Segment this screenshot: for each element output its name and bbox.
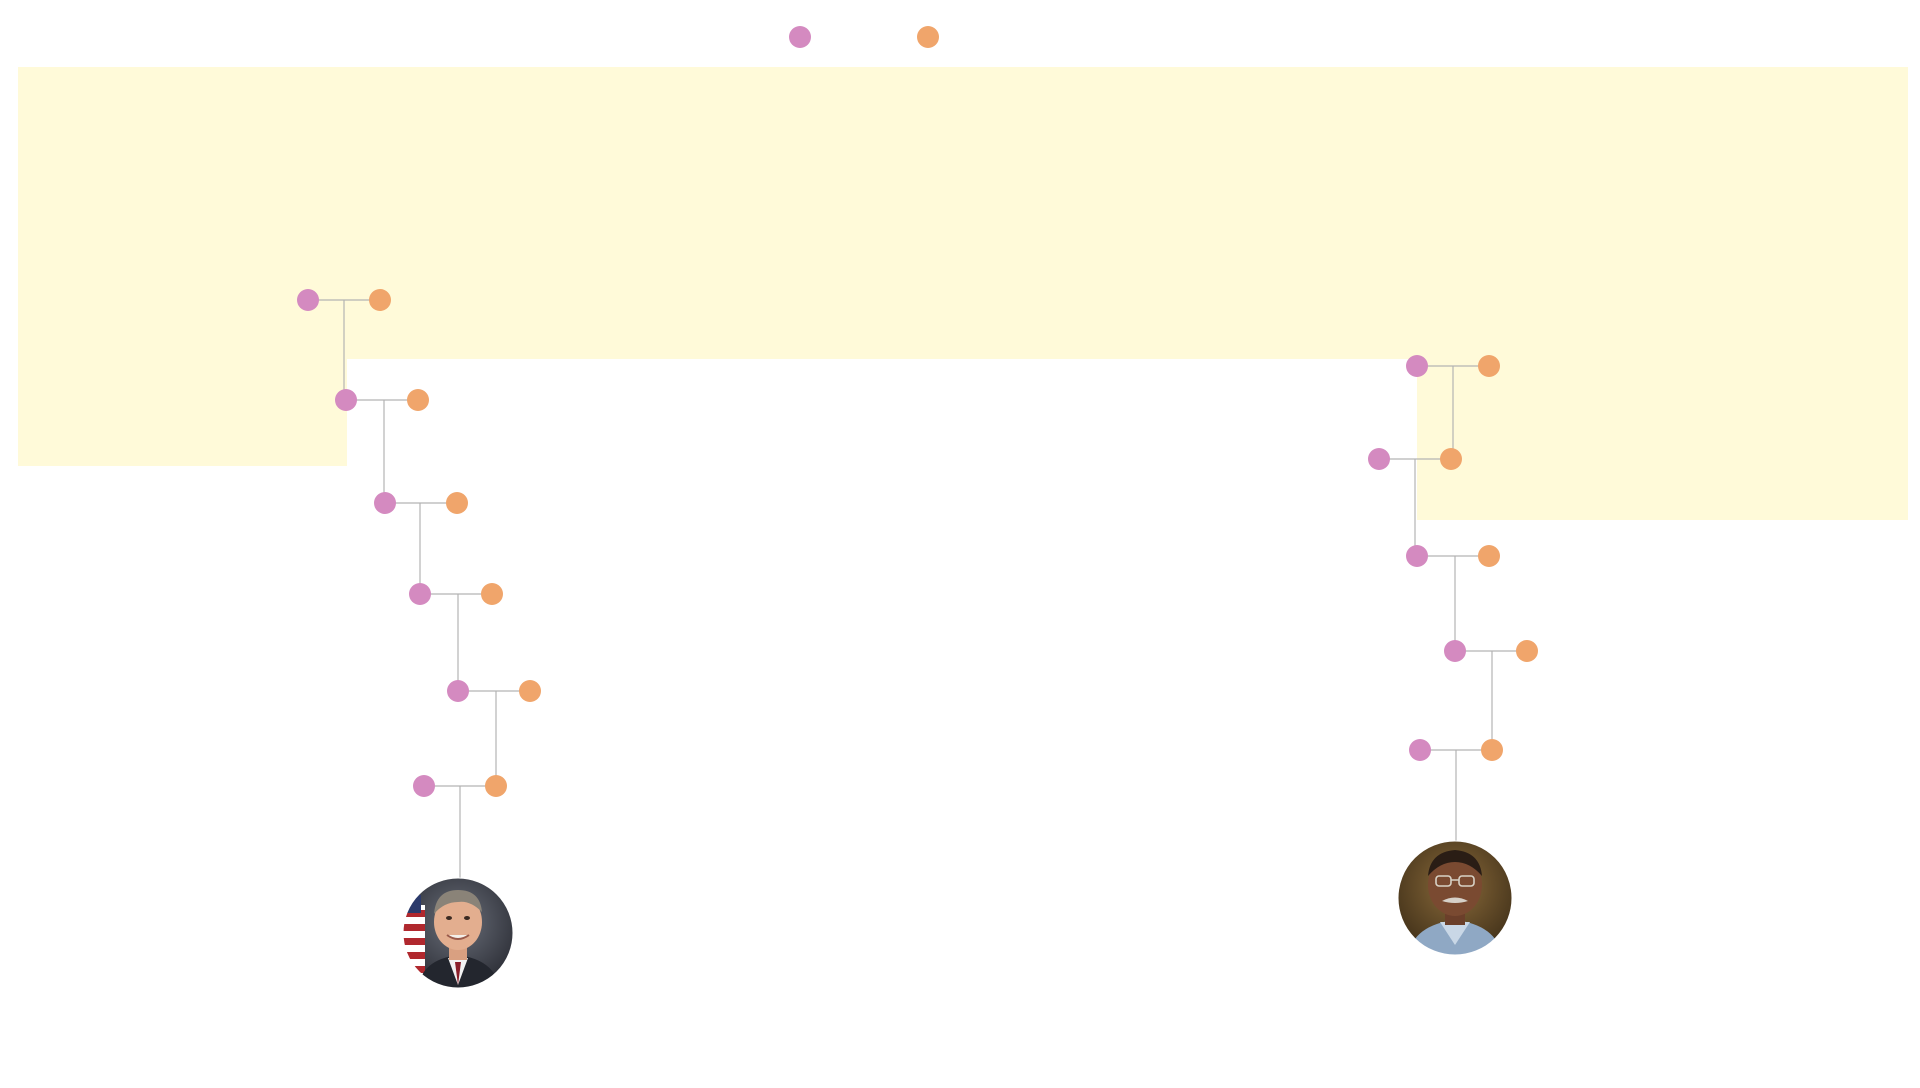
top-legend-pair	[789, 26, 939, 48]
father-node	[481, 583, 503, 605]
father-node	[519, 680, 541, 702]
mother-node	[413, 775, 435, 797]
left-lineage-nodes	[297, 289, 541, 797]
father-node	[485, 775, 507, 797]
highlight-region	[18, 67, 1908, 520]
father-node	[369, 289, 391, 311]
father-node	[1478, 355, 1500, 377]
father-node	[1481, 739, 1503, 761]
left-portrait[interactable]	[403, 878, 513, 990]
mother-node	[409, 583, 431, 605]
mother-node	[789, 26, 811, 48]
mother-node	[1406, 545, 1428, 567]
mother-node	[297, 289, 319, 311]
father-node	[1516, 640, 1538, 662]
father-node	[407, 389, 429, 411]
right-portrait-frame	[1397, 840, 1513, 956]
right-lineage-nodes	[1368, 355, 1538, 761]
father-node	[1440, 448, 1462, 470]
right-portrait[interactable]	[1398, 841, 1512, 955]
father-node	[917, 26, 939, 48]
mother-node	[335, 389, 357, 411]
left-lineage	[308, 299, 530, 880]
father-node	[1478, 545, 1500, 567]
mother-node	[1409, 739, 1431, 761]
mother-node	[374, 492, 396, 514]
mother-node	[1368, 448, 1390, 470]
mother-node	[447, 680, 469, 702]
father-node	[446, 492, 468, 514]
mother-node	[1444, 640, 1466, 662]
right-lineage	[1379, 365, 1527, 842]
left-portrait-frame	[402, 877, 514, 989]
mother-node	[1406, 355, 1428, 377]
